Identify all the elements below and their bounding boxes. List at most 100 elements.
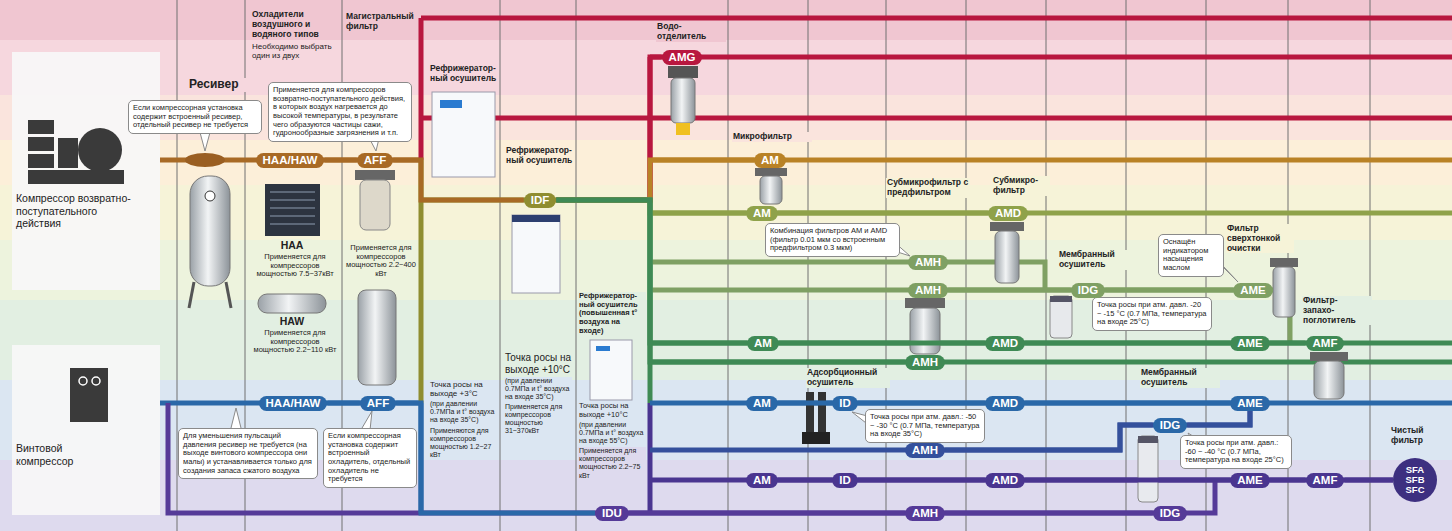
filter-head: [1310, 352, 1348, 361]
node-text: AMG: [669, 51, 696, 63]
pipeline-connector: [1025, 401, 1230, 406]
color-band: [0, 40, 1452, 95]
pipe-component-tag: IDU: [595, 506, 629, 521]
callout-box: Комбинация фильтров AM и AMD (фильтр 0.0…: [765, 223, 900, 257]
icon-part: [28, 137, 54, 151]
annotation-text: Необходимо выбрать один из двух: [251, 42, 339, 60]
pipe-component-tag: ID: [832, 473, 858, 488]
annotation-text: Рефрижератор- ный осушитель: [505, 146, 575, 166]
micro-filter: [755, 168, 787, 204]
annotation-text: Точка росы на выходе +10°C: [578, 402, 646, 419]
pipeline: [650, 290, 1290, 343]
node-text: IDU: [602, 507, 622, 519]
node-text: SFA SFB SFC: [1402, 465, 1428, 495]
annotation-text: (при давлении 0.7МПа и t° воздуха на вхо…: [504, 377, 572, 401]
dryer-panel: [596, 346, 610, 351]
super-fine-filter: [1270, 258, 1298, 317]
pipe-component-tag: AMF: [1306, 473, 1345, 488]
annotation-text: Мембранный осушитель: [1140, 368, 1220, 388]
annotation-text: Применяется для компрессоров мощностью 7…: [250, 253, 340, 279]
pipeline-connector: [778, 401, 832, 406]
dryer-body: [432, 92, 495, 177]
screw-compressor-icon: [70, 368, 108, 422]
pipeline: [421, 116, 1452, 121]
color-band: [0, 0, 1452, 40]
node-text: AME: [1237, 337, 1263, 349]
pipe-component-tag: AMD: [985, 336, 1025, 351]
aff-filter: [355, 170, 395, 230]
pipeline-connector: [858, 401, 985, 406]
pipeline-connector: [556, 200, 905, 362]
pipe-component-tag: AMH: [905, 506, 945, 521]
pipelines: [160, 18, 1452, 513]
pipeline: [421, 16, 1452, 21]
node-text: IDG: [1160, 507, 1180, 519]
callout-box: Если компрессорная установка содержит вс…: [323, 428, 417, 488]
node-text: AMD: [995, 207, 1021, 219]
node-text: Если компрессорная установка содержит вс…: [133, 104, 257, 130]
pipeline: [419, 18, 424, 160]
pipe-component-tag: AMF: [1306, 336, 1345, 351]
compressor-panel: Винтовой компрессор: [12, 345, 160, 515]
panel-ground: [12, 345, 160, 515]
annotation-text: Магистральный фильтр: [345, 12, 417, 32]
filter-bowl: [671, 78, 695, 123]
pipeline-connector: [1187, 411, 1250, 426]
pipeline-connector: [858, 478, 985, 483]
node-text: Точка росы при атм. давл. -20 ~ -15 °C (…: [1097, 301, 1207, 327]
annotation-text: Чистый фильтр: [1390, 426, 1448, 446]
pipe-component-tag: IDG: [1071, 283, 1105, 298]
pipeline: [168, 403, 421, 513]
annotation-text: Адсорбционный осушитель: [806, 368, 890, 388]
annotation-text: Фильтр сверхтонкой очистки: [1226, 224, 1294, 253]
pipeline: [648, 403, 653, 513]
panel-ground: [12, 52, 160, 290]
node-text: AMD: [992, 474, 1018, 486]
pipeline-connector: [778, 478, 832, 483]
node-text: Винтовой компрессор: [16, 442, 108, 467]
annotation-text: Субмикро- фильтр: [992, 176, 1050, 196]
node-text: IDG: [1160, 419, 1180, 431]
icon-part: [28, 154, 54, 168]
node-text: AMD: [992, 337, 1018, 349]
node-text: ID: [839, 397, 851, 409]
grid-line: [500, 0, 501, 531]
pipeline-connector: [327, 401, 359, 406]
pipe-component-tag: AMH: [908, 255, 948, 270]
pipe-component-tag: AM: [746, 473, 778, 488]
node-text: Если компрессорная установка содержит вс…: [328, 432, 412, 484]
tank-leg: [226, 282, 231, 308]
node-text: AFF: [367, 397, 389, 409]
icon-part: [70, 368, 108, 422]
filter-drain: [676, 123, 690, 135]
pipeline-connector: [393, 160, 524, 200]
cooler-body: [265, 184, 320, 236]
haa-cooler: [265, 184, 320, 236]
node-text: AFF: [364, 154, 386, 166]
callout-box: Для уменьшения пульсаций давления ресиве…: [178, 428, 318, 479]
submicro-filter-with-prefilter: [905, 298, 945, 354]
callout-tails: [198, 125, 1238, 445]
annotation-text: Микрофильтр: [732, 132, 812, 142]
dryer-panel: [512, 215, 560, 222]
pipe-component-tag: ID: [832, 396, 858, 411]
pipe-component-tag: AMD: [985, 473, 1025, 488]
pipe-component-tag: AFF: [357, 153, 393, 168]
water-separator: [668, 66, 698, 135]
tank-gauge: [205, 191, 215, 201]
grid-line: [1370, 0, 1371, 531]
annotation-text: Субмикрофильтр с предфильтром: [886, 178, 970, 198]
grid-lines: [177, 0, 1370, 531]
annotation-text: Применяется для компрессоров мощностью 2…: [345, 244, 417, 279]
color-band: [0, 95, 1452, 140]
pipe-component-tag: AMH: [905, 355, 945, 370]
filter-bowl: [910, 308, 940, 354]
node-text: Точка росы при атм. давл.: -50 ~ -30 °C …: [870, 413, 980, 439]
pipe-component-tag: IDG: [1153, 418, 1187, 433]
node-text: HAA/HAW: [266, 397, 321, 409]
annotation-text: HAA: [272, 239, 312, 251]
pipe-component-tag: AMH: [908, 283, 948, 298]
pipe-component-tag: AME: [1230, 336, 1270, 351]
node-text: HAA/HAW: [263, 154, 318, 166]
